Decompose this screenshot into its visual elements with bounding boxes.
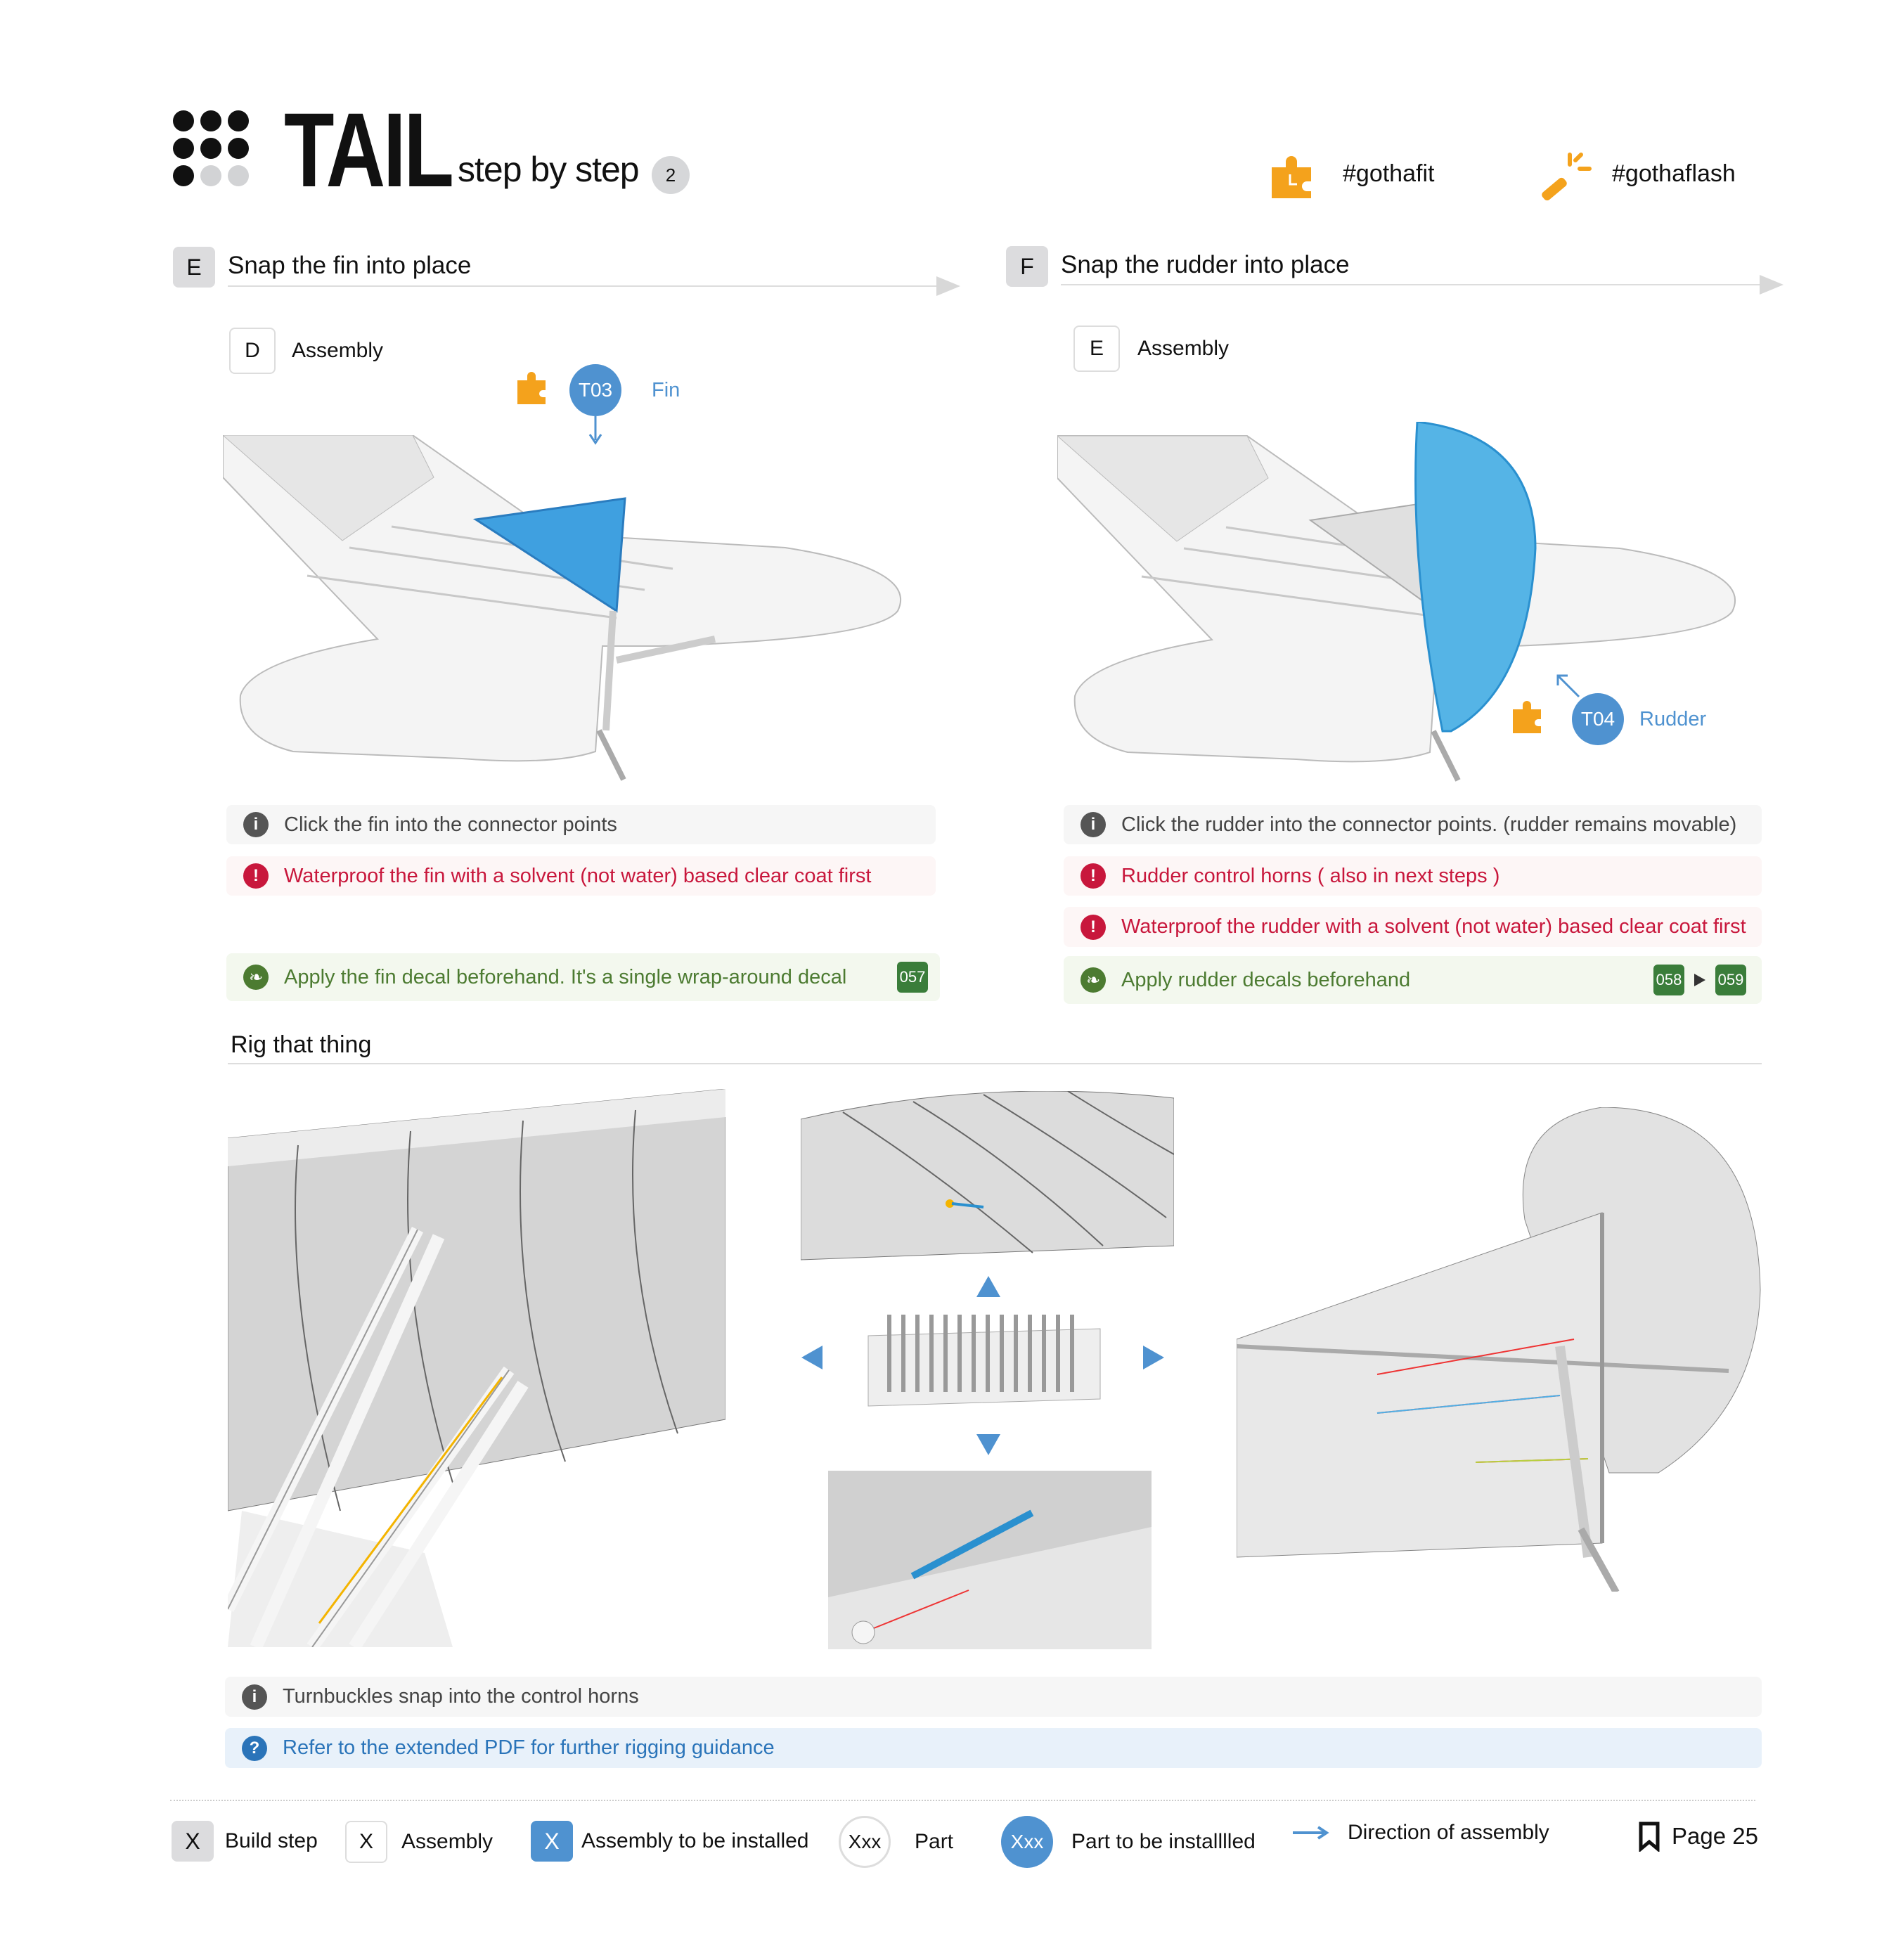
- puzzle-icon: [1272, 156, 1311, 198]
- section-arrow-icon: [936, 276, 960, 296]
- arrow-diagonal-icon: [1556, 674, 1580, 698]
- note-text: Waterproof the fin with a solvent (not w…: [284, 864, 872, 887]
- help-note[interactable]: ? Refer to the extended PDF for further r…: [225, 1728, 1762, 1768]
- legend-label: Part to be installlled: [1071, 1830, 1256, 1853]
- puzzle-icon: [1513, 701, 1541, 733]
- rigging-wing-strut-illustration: [228, 1089, 725, 1647]
- part-badge-t04: T04: [1572, 693, 1624, 745]
- warning-icon: !: [243, 863, 269, 889]
- legend-label: Assembly to be installed: [581, 1829, 809, 1852]
- part-badge-t03: T03: [569, 364, 621, 416]
- play-arrow-icon: [1694, 974, 1705, 986]
- assembly-badge-d: D: [229, 328, 276, 374]
- part-label-fin: Fin: [652, 379, 681, 401]
- arrow-up-icon: [976, 1276, 1000, 1297]
- info-note: i Click the fin into the connector points: [226, 805, 936, 844]
- note-text[interactable]: Refer to the extended PDF for further ri…: [283, 1736, 775, 1759]
- info-icon: i: [242, 1684, 267, 1710]
- legend-divider: [170, 1800, 1755, 1801]
- note-text: Rudder control horns ( also in next step…: [1121, 864, 1500, 887]
- part-label-rudder: Rudder: [1639, 708, 1707, 730]
- question-icon: ?: [242, 1735, 267, 1761]
- tip-note: ❧ Apply rudder decals beforehand: [1064, 956, 1762, 1004]
- page-title: TAIL: [284, 91, 454, 209]
- section-divider: [1061, 284, 1761, 285]
- legend-label: Part: [915, 1830, 954, 1853]
- legend-symbol: Xxx: [1001, 1816, 1053, 1868]
- info-note: i Click the rudder into the connector poi…: [1064, 805, 1762, 844]
- legend-part-to-install: Xxx Part to be installlled: [1001, 1816, 1256, 1868]
- arrow-left-icon: [801, 1346, 823, 1369]
- decal-badge: 057: [897, 962, 928, 993]
- hashtag-gothafit[interactable]: #gothafit: [1343, 160, 1435, 187]
- puzzle-icon: [517, 372, 546, 404]
- decal-badge: 059: [1715, 965, 1746, 995]
- page-number: Page 25: [1638, 1821, 1758, 1852]
- legend-label: Assembly: [401, 1830, 494, 1853]
- arrow-down-icon: [588, 416, 602, 445]
- note-text: Click the rudder into the connector poin…: [1121, 813, 1737, 836]
- legend-build-step: X Build step: [172, 1821, 318, 1862]
- assembly-label: Assembly: [1137, 337, 1230, 360]
- control-horn-detail-illustration: [828, 1471, 1152, 1649]
- decal-badge: 058: [1653, 965, 1684, 995]
- note-text: Apply rudder decals beforehand: [1121, 968, 1411, 991]
- magic-wand-icon: [1542, 153, 1592, 201]
- section-title-fin: Snap the fin into place: [228, 252, 472, 279]
- warning-icon: !: [1081, 914, 1106, 940]
- bookmark-icon: [1639, 1822, 1660, 1852]
- hashtag-gothaflash[interactable]: #gothaflash: [1612, 160, 1736, 187]
- turnbuckle-sprue-illustration: [867, 1315, 1101, 1407]
- arrow-right-icon: [1143, 1346, 1164, 1369]
- section-divider: [228, 1063, 1762, 1064]
- note-text: Waterproof the rudder with a solvent (no…: [1121, 915, 1746, 938]
- build-step-badge-f: F: [1006, 246, 1048, 287]
- note-text: Click the fin into the connector points: [284, 813, 617, 836]
- note-text: Turnbuckles snap into the control horns: [283, 1685, 639, 1708]
- assembly-badge-e: E: [1073, 325, 1120, 372]
- tip-note: ❧ Apply the fin decal beforehand. It's a …: [226, 953, 940, 1001]
- section-divider: [228, 285, 938, 287]
- legend-label: Direction of assembly: [1348, 1821, 1549, 1844]
- legend-symbol: X: [345, 1821, 387, 1863]
- legend-symbol: X: [172, 1821, 214, 1862]
- arrow-right-icon: [1293, 1826, 1329, 1840]
- warning-note: ! Rudder control horns ( also in next ste…: [1064, 856, 1762, 896]
- fin-assembly-illustration: [223, 435, 902, 781]
- legend-direction: Direction of assembly: [1293, 1821, 1549, 1845]
- note-text: Apply the fin decal beforehand. It's a s…: [284, 965, 847, 988]
- warning-note: ! Waterproof the rudder with a solvent (n…: [1064, 907, 1762, 947]
- warning-icon: !: [1081, 863, 1106, 889]
- warning-note: ! Waterproof the fin with a solvent (not …: [226, 856, 936, 896]
- legend-assembly: X Assembly: [345, 1821, 493, 1863]
- leaf-icon: ❧: [243, 965, 269, 990]
- page-subtitle: step by step: [458, 150, 640, 189]
- section-arrow-icon: [1760, 275, 1784, 295]
- build-step-badge-e: E: [173, 247, 215, 288]
- info-icon: i: [243, 812, 269, 837]
- rudder-assembly-illustration: [1057, 422, 1736, 782]
- leaf-icon: ❧: [1081, 967, 1106, 993]
- info-note: i Turnbuckles snap into the control horns: [225, 1677, 1762, 1717]
- legend-symbol: X: [531, 1821, 573, 1862]
- rudder-rigging-illustration: [1237, 1107, 1761, 1592]
- section-title-rudder: Snap the rudder into place: [1061, 251, 1350, 278]
- assembly-label: Assembly: [292, 339, 384, 362]
- legend-part: Xxx Part: [839, 1816, 953, 1868]
- step-badge: 2: [652, 156, 690, 194]
- rig-section-title: Rig that thing: [231, 1031, 372, 1058]
- arrow-down-icon: [976, 1434, 1000, 1455]
- info-icon: i: [1081, 812, 1106, 837]
- rigging-detail-top-illustration: [801, 1091, 1174, 1261]
- page-label: Page 25: [1672, 1823, 1758, 1849]
- legend-assembly-to-install: X Assembly to be installed: [531, 1821, 809, 1862]
- legend-symbol: Xxx: [839, 1816, 891, 1868]
- legend-label: Build step: [225, 1829, 318, 1852]
